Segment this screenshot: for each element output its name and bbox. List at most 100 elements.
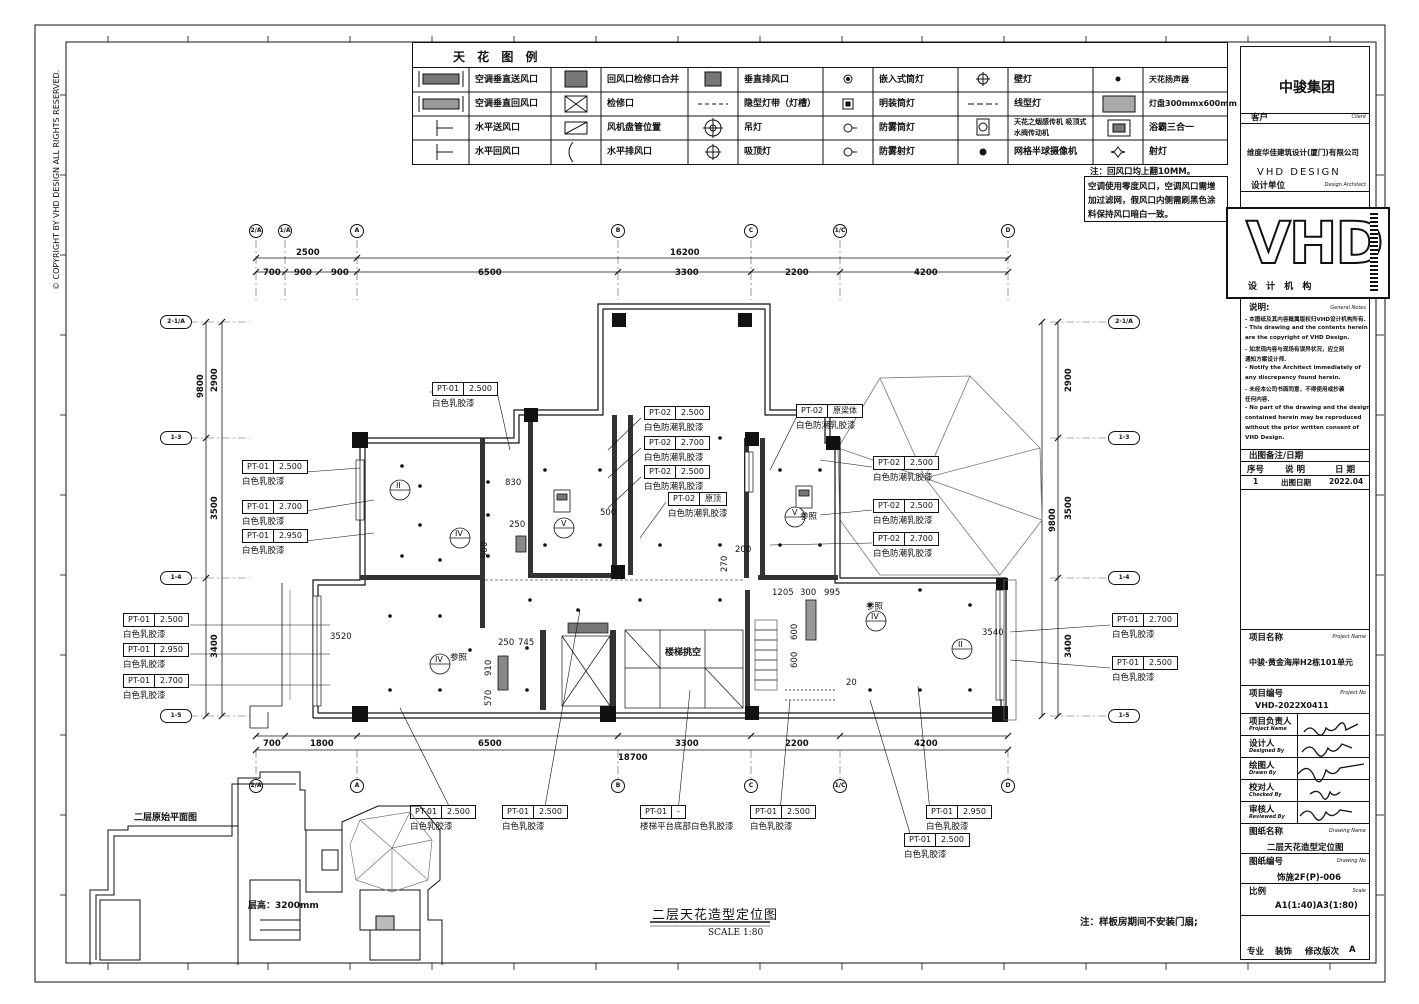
room-mark-6: II [958, 640, 963, 649]
ceiling-height: 2.500 [160, 615, 183, 624]
general-note-line: VHD Design. [1245, 435, 1285, 441]
tb-project-no-label: 项目编号 [1249, 689, 1284, 699]
ceiling-height: 2.950 [279, 531, 302, 540]
material-description: 白色乳胶漆 [123, 660, 166, 670]
inner-dim-7: 1205 [772, 588, 794, 598]
material-code: PT-01 [1113, 657, 1145, 669]
ceiling-height: 2.500 [787, 807, 810, 816]
inner-dim-12: 745 [518, 638, 535, 648]
inner-dim-1: 830 [505, 478, 522, 488]
material-description: 楼梯平台底部白色乳胶漆 [640, 822, 734, 832]
material-description: 白色乳胶漆 [1112, 673, 1155, 683]
stair-void-label: 楼梯挑空 [665, 648, 702, 658]
material-code: PT-01 [905, 834, 937, 846]
tb-scale-label: 比例 [1249, 887, 1267, 897]
material-code: PT-01 [1113, 614, 1145, 626]
bottom-note: 注：样板房期间不安装门扇; [1080, 917, 1198, 928]
legend-grid [413, 67, 1227, 164]
tb-issue-header: 序号 说 明 日 期 [1241, 461, 1369, 476]
general-note-line: are the copyright of VHD Design. [1245, 335, 1350, 341]
dim-top-1: 700 [263, 268, 281, 278]
material-tag: PT-01- [640, 805, 686, 819]
room-mark-4: V [792, 508, 798, 517]
material-description: 白色乳胶漆 [123, 630, 166, 640]
legend-label-12: 灯盘300mmx600mm [1149, 99, 1237, 108]
tb-project-no: VHD-2022X0411 [1255, 701, 1329, 710]
legend-label-2: 回风口检修口合并 [607, 75, 680, 85]
material-description: 白色乳胶漆 [242, 546, 285, 556]
drawing-title: 二层天花造型定位图 [652, 908, 779, 923]
material-code: PT-01 [124, 675, 156, 687]
key-plan-title: 二层原始平面图 [134, 813, 198, 823]
tb-scale-en: Scale [1352, 888, 1366, 894]
tb-issue-desc: 出图日期 [1281, 478, 1311, 487]
ceiling-height: 2.700 [279, 502, 302, 511]
material-description: 白色防潮乳胶漆 [796, 421, 856, 431]
material-code: PT-01 [751, 806, 783, 818]
material-code: PT-01 [641, 806, 673, 818]
legend-note-box: 空调使用零度风口，空调风口需增 加过滤网，假风口内侧需刷黑色涂 料保持风口暗白一… [1084, 176, 1228, 222]
tb-company-row: 中骏集团 [1241, 47, 1369, 114]
legend-title: 天 花 图 例 [453, 50, 542, 64]
material-description: 白色防潮乳胶漆 [873, 549, 933, 559]
legend-note-line-1: 空调使用零度风口，空调风口需增 [1088, 182, 1216, 192]
dim-top-6: 2200 [785, 268, 809, 278]
inner-dim-4: 500 [600, 508, 617, 518]
ceiling-height: 2.500 [681, 467, 704, 476]
tb-footer-1: 专业 [1247, 947, 1265, 957]
material-code: PT-01 [124, 644, 156, 656]
tb-project-no-row: 项目编号 Project No VHD-2022X0411 [1241, 685, 1369, 714]
tb-issue-date: 2022.04 [1329, 477, 1364, 486]
general-note-line: any discrepancy found herein. [1245, 375, 1341, 381]
dim-top-2: 900 [294, 268, 312, 278]
role-label-en: Reviewed By [1249, 814, 1285, 820]
tb-client-row: 客户 Client [1241, 113, 1369, 124]
ceiling-height: 2.700 [1149, 615, 1172, 624]
tb-drawing-name: 二层天花造型定位图 [1267, 843, 1344, 853]
legend-label-16: 防雾筒灯 [879, 123, 916, 133]
legend-label-21: 吸顶灯 [744, 147, 772, 157]
vhd-logo-box: VHD 设 计 机 构 [1226, 207, 1390, 299]
dim-top-3: 900 [331, 268, 349, 278]
tb-scale: A1(1:40)A3(1:80) [1275, 901, 1358, 911]
material-code: PT-01 [411, 806, 443, 818]
axis-left-2: 1-3 [160, 431, 192, 445]
legend-note-line-2: 加过滤网，假风口内侧需刷黑色涂 [1088, 196, 1216, 206]
legend-label-24: 射灯 [1149, 147, 1168, 157]
material-code: PT-01 [927, 806, 959, 818]
vhd-logo-address [1370, 213, 1378, 291]
material-tag: PT-01 2.950 [242, 529, 308, 543]
legend-label-14: 风机盘管位置 [607, 123, 662, 133]
axis-right-4: 1-5 [1108, 709, 1140, 723]
material-code: PT-02 [874, 533, 906, 545]
material-code: PT-02 [874, 457, 906, 469]
legend-label-13: 水平送风口 [475, 123, 521, 133]
tb-designer-name: 维度华佳建筑设计(厦门)有限公司 [1247, 148, 1359, 157]
legend-label-8: 检修口 [607, 99, 635, 109]
material-description: 白色乳胶漆 [1112, 630, 1155, 640]
inner-dim-9: 995 [824, 588, 841, 598]
axis-left-1: 2-1/A [160, 315, 192, 329]
axis-top-B: B [611, 224, 625, 238]
legend-label-1: 空调垂直送风口 [475, 75, 539, 85]
ref-label-2: 参照 [866, 602, 884, 612]
material-code: PT-02 [645, 437, 677, 449]
room-mark-1: II [396, 481, 401, 490]
axis-top-1C: 1/C [833, 224, 847, 238]
dim-bottom-6: 4200 [914, 739, 938, 749]
inner-dim-11: 250 [498, 638, 515, 648]
role-label: 审核人 [1249, 805, 1275, 815]
floor-height-label: 层高：3200mm [248, 901, 319, 911]
material-code: PT-02 [797, 405, 829, 417]
general-note-line: - Notify the Architect immediately of [1245, 365, 1361, 371]
material-code: PT-01 [243, 530, 275, 542]
